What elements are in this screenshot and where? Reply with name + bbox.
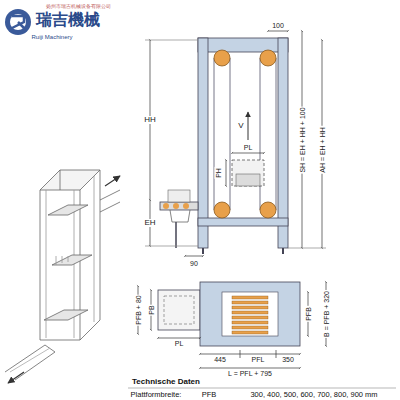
- dimension-label: 90: [190, 260, 198, 267]
- table-cell: 300, 400, 500, 600, 700, 800, 900 mm: [250, 391, 377, 399]
- table-heading: Technische Daten: [132, 378, 200, 386]
- roller: [232, 316, 268, 319]
- dimension-label: 100: [272, 22, 284, 29]
- dimension-label: PL: [174, 340, 185, 347]
- brand-name: 瑞吉機械: [36, 12, 100, 28]
- elevation-view: [160, 38, 288, 254]
- dimension-label: HH: [143, 116, 157, 124]
- dimension-label: B = PFB + 320: [323, 290, 330, 338]
- dimension-label: L = PFL + 795: [227, 370, 273, 377]
- isometric-view: [5, 170, 120, 383]
- dimension-label: PFB + 80: [135, 294, 142, 325]
- roller: [232, 296, 268, 299]
- logo: [5, 9, 31, 35]
- table-cell: PFB: [202, 391, 217, 399]
- plan-view: [158, 282, 300, 346]
- dimension-label: SH = EH + HH + 100: [299, 106, 306, 173]
- watermark: 扬州市瑞吉机械设备有限公司: [46, 4, 111, 9]
- roller: [232, 306, 268, 309]
- roller: [232, 331, 268, 334]
- dimension-label: 445: [213, 356, 227, 363]
- dimension-label: EH: [143, 219, 156, 227]
- dimension-label: V: [238, 122, 243, 130]
- dimension-label: PH: [215, 167, 222, 179]
- dimension-lines: [128, 282, 396, 388]
- dimension-label: PB: [148, 304, 155, 315]
- dimension-lines: [145, 31, 326, 256]
- roller: [232, 301, 268, 304]
- dimension-label: 350: [281, 356, 295, 363]
- dimension-label: PFL: [251, 356, 266, 363]
- roller: [232, 326, 268, 329]
- dimension-label: PFB: [305, 306, 312, 322]
- brand-name: Ruiji Machinery: [31, 34, 72, 40]
- table-cell: Plattformbreite:: [131, 391, 182, 399]
- dimension-label: PL: [244, 144, 253, 151]
- roller: [232, 321, 268, 324]
- roller: [232, 311, 268, 314]
- dimension-label: AH = EH + HH: [319, 126, 326, 174]
